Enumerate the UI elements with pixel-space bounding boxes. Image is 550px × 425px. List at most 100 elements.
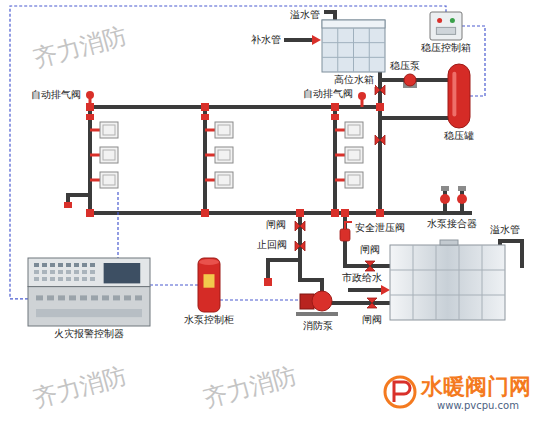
flow-arrow	[312, 35, 321, 45]
alarm-controller-part	[74, 263, 79, 267]
pipe-fitting	[341, 209, 349, 217]
sprinkler-unit	[90, 122, 118, 138]
pipe-network	[332, 301, 390, 305]
pipe-network	[203, 107, 207, 213]
alarm-controller: 火灾报警控制器	[28, 258, 150, 326]
valve-symbol	[340, 229, 350, 241]
pipe-network	[333, 107, 337, 213]
alarm-controller-part	[90, 270, 95, 274]
pressure-tank-part	[452, 72, 456, 117]
signal-connector	[150, 284, 198, 285]
fire-pump	[312, 291, 332, 311]
valve-symbol	[367, 298, 377, 308]
alarm-controller-part	[90, 263, 95, 267]
storage-tank	[390, 245, 505, 320]
pipe-fitting	[296, 209, 304, 217]
watermark: 齐力消防	[29, 20, 131, 74]
logo-text: 水暖阀门网	[420, 373, 532, 401]
alarm-controller-outline	[28, 258, 150, 326]
pump-cabinet-part	[198, 258, 220, 312]
alarm-controller-part	[102, 295, 109, 300]
pipe-label: 溢水管	[289, 9, 321, 22]
alarm-controller-part	[50, 277, 55, 281]
pump-connector	[440, 194, 450, 204]
sprinkler-unit	[90, 147, 118, 163]
sprinkler-unit	[205, 172, 233, 188]
storage-tank	[390, 240, 505, 320]
control-box-part	[436, 27, 455, 34]
high-water-tank-shape	[322, 20, 385, 72]
alarm-controller-part	[58, 270, 63, 274]
watermark: 齐力消防	[199, 360, 301, 414]
alarm-controller-part	[42, 277, 47, 281]
alarm-controller-part	[66, 270, 71, 274]
pipe-fitting	[331, 103, 339, 111]
test-outlet	[264, 278, 272, 286]
alarm-controller-part	[74, 270, 79, 274]
logo-icon	[394, 382, 410, 402]
pipe-fitting	[376, 103, 384, 111]
alarm-controller-part	[74, 277, 79, 281]
alarm-controller-part	[58, 295, 65, 300]
alarm-controller-part	[135, 295, 142, 300]
pressure-tank-shape	[448, 64, 470, 128]
pressure-tank-outline	[448, 64, 470, 128]
pressure-tank: 稳压罐	[448, 64, 470, 128]
pipe-network	[326, 12, 335, 20]
pump-cabinet-shape	[198, 258, 220, 312]
alarm-controller-part	[69, 295, 76, 300]
node-label: 稳压罐	[443, 130, 475, 143]
signal-connector	[10, 6, 446, 299]
valve-label: 安全泄压阀	[354, 222, 406, 235]
valve-label: 止回阀	[256, 239, 288, 252]
alarm-controller-part	[66, 277, 71, 281]
pump-label: 稳压泵	[389, 60, 421, 73]
sprinkler-unit	[90, 122, 363, 188]
pipe-fitting	[201, 114, 209, 120]
pipe-fitting	[331, 209, 339, 217]
high-water-tank-part	[369, 28, 370, 72]
valve-label: 闸阀	[265, 219, 287, 232]
alarm-controller-part	[34, 270, 39, 274]
pipe-label: 补水管	[250, 34, 282, 47]
pipe-fitting	[201, 103, 209, 111]
control-box-part	[437, 18, 442, 23]
pump-connector	[441, 186, 449, 191]
valve-symbol	[295, 85, 385, 308]
valve-symbol	[345, 222, 352, 229]
pipe-network	[345, 213, 390, 266]
sprinkler-unit	[335, 122, 363, 138]
alarm-controller-part	[50, 263, 55, 267]
valve-label: 自动排气阀	[302, 88, 354, 101]
alarm-controller-part	[58, 277, 63, 281]
alarm-controller-part	[42, 263, 47, 267]
node-label: 水泵控制柜	[183, 314, 235, 327]
logo-icon	[385, 377, 415, 407]
high-water-tank-part	[322, 20, 385, 28]
pipe-network	[90, 211, 470, 215]
node-label: 高位水箱	[333, 74, 375, 87]
pump-connector	[457, 194, 467, 204]
pipe-fitting	[376, 209, 384, 217]
pipe-network	[380, 116, 448, 120]
alarm-controller-part	[80, 295, 87, 300]
high-water-tank-part	[353, 28, 354, 72]
high-water-tank-part	[337, 28, 338, 72]
alarm-controller-part	[82, 277, 87, 281]
control-box-part	[430, 12, 462, 40]
pipe-fitting	[201, 209, 209, 217]
high-water-tank-part	[322, 57, 385, 58]
pump-connector	[458, 186, 466, 191]
storage-tank	[440, 240, 458, 245]
valve-label: 闸阀	[361, 314, 383, 327]
pipe-label: 市政给水	[341, 272, 383, 285]
alarm-controller-part	[113, 295, 120, 300]
storage-tank	[390, 245, 505, 320]
pipe-network	[350, 288, 383, 292]
pressure-tank-part	[448, 64, 470, 128]
alarm-controller-shape	[28, 258, 150, 326]
high-water-tank: 高位水箱	[322, 20, 385, 72]
